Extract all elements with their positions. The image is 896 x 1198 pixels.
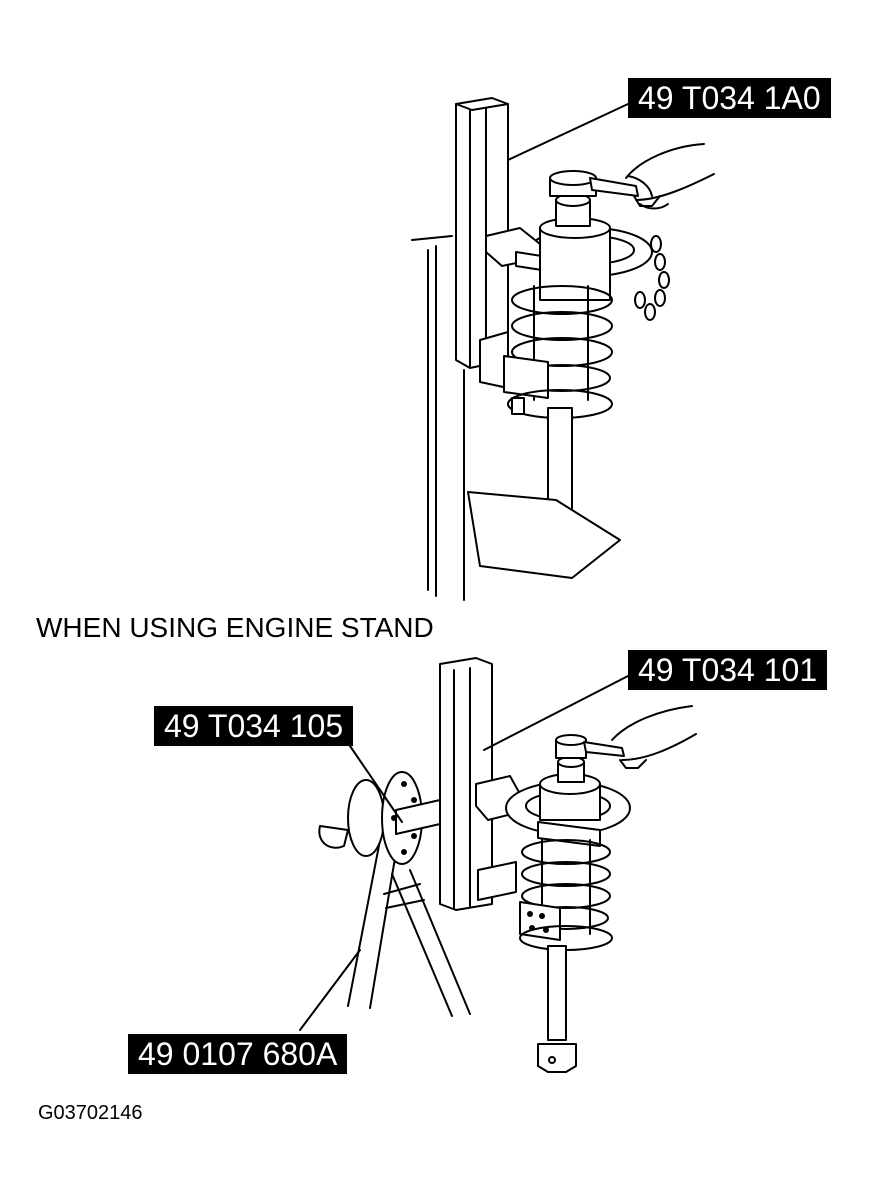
workbench-stand bbox=[411, 235, 465, 601]
shock-absorber-rod-bottom bbox=[537, 945, 577, 1073]
lower-clamp-bottom bbox=[477, 861, 613, 951]
figure-code: G03702146 bbox=[38, 1102, 143, 1124]
label-top-tool: 49 T034 1A0 bbox=[628, 78, 831, 118]
strut-top bbox=[539, 170, 611, 301]
section-heading: WHEN USING ENGINE STAND bbox=[36, 612, 434, 643]
leader-line-top-tool bbox=[507, 103, 629, 161]
label-adapter: 49 T034 105 bbox=[154, 706, 354, 746]
chain bbox=[634, 235, 670, 321]
wrench-and-hand bbox=[589, 143, 715, 210]
wrench-and-hand-bottom bbox=[583, 705, 697, 769]
top-assembly bbox=[411, 97, 715, 601]
leader-line-bottom-tool bbox=[483, 675, 629, 751]
leader-line-adapter bbox=[349, 745, 403, 823]
label-engine-stand: 49 0107 680A bbox=[128, 1034, 348, 1074]
base-plate bbox=[467, 491, 621, 579]
leader-line-engine-stand bbox=[299, 949, 361, 1031]
compressor-column-bottom bbox=[439, 657, 493, 911]
engine-stand-frame bbox=[347, 829, 471, 1017]
strut-top-bottom bbox=[539, 734, 601, 821]
lower-clamp bbox=[479, 331, 613, 419]
label-bottom-tool: 49 T034 101 bbox=[628, 650, 828, 690]
bottom-assembly bbox=[299, 657, 697, 1073]
